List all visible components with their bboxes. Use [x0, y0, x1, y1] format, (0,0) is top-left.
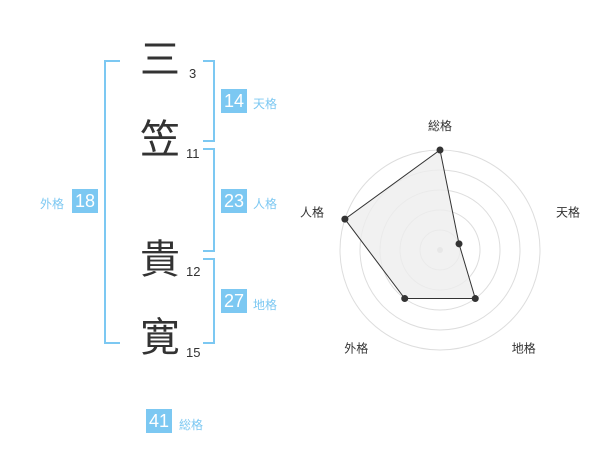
radar-points	[341, 146, 479, 303]
sou-value-badge: 41	[146, 409, 172, 433]
radar-point-2	[455, 240, 463, 248]
stroke-count-4: 15	[186, 345, 201, 360]
radar-axis-label-4: 外格	[344, 341, 368, 356]
gai-bracket	[104, 60, 120, 344]
radar-series-area	[344, 149, 476, 300]
radar-axis-label-5: 人格	[300, 204, 324, 219]
name-char-2: 笠	[140, 117, 180, 163]
name-char-1: 三	[140, 37, 180, 83]
jin-value-badge: 23	[221, 189, 247, 213]
radar-axis-label-1: 総格	[428, 118, 452, 133]
gai-label: 外格	[40, 197, 65, 211]
radar-point-1	[436, 146, 444, 154]
radar-point-3	[471, 295, 479, 303]
name-char-4: 寛	[140, 315, 180, 361]
jin-label: 人格	[253, 197, 278, 211]
jin-bracket	[203, 148, 215, 252]
radar-point-4	[401, 295, 409, 303]
sou-label: 総格	[179, 418, 204, 432]
ten-label: 天格	[253, 97, 278, 111]
ten-bracket	[203, 60, 215, 142]
radar-axis-label-2: 天格	[556, 204, 580, 219]
stroke-count-2: 11	[186, 146, 200, 161]
radar-point-5	[341, 215, 349, 223]
gai-value-badge: 18	[72, 189, 98, 213]
chi-value-badge: 27	[221, 289, 247, 313]
ten-value-badge: 14	[221, 89, 247, 113]
radar-axis-label-3: 地格	[512, 341, 536, 356]
name-char-3: 貴	[140, 237, 180, 283]
chi-label: 地格	[253, 298, 278, 312]
stroke-count-3: 12	[186, 264, 201, 279]
chi-bracket	[203, 258, 215, 344]
stroke-count-1: 3	[189, 66, 197, 81]
